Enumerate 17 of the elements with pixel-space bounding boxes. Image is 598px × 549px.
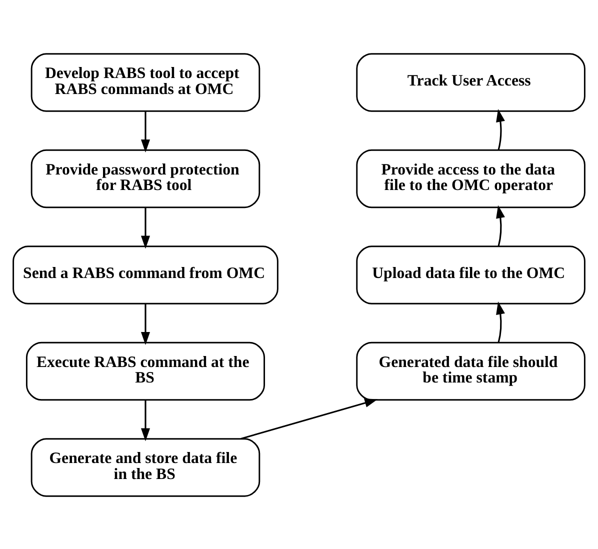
- node-box: Provide password protection for RABS tool: [30, 148, 260, 208]
- node-box: Generated data file should be time stamp: [356, 341, 586, 400]
- arrow: [140, 110, 150, 152]
- arrow: [140, 303, 150, 344]
- arrow: [496, 108, 505, 150]
- arrow: [140, 207, 150, 248]
- arrow: [240, 398, 378, 440]
- arrow: [140, 400, 150, 441]
- arrow: [496, 204, 505, 246]
- node-box: Develop RABS tool to accept RABS commands at OMC: [30, 52, 260, 112]
- node-box: Generate and store data file in the BS: [30, 438, 260, 496]
- node-box: Provide access to the data file to the OMC operator: [356, 148, 586, 208]
- node-box: Upload data file to the OMC: [356, 245, 586, 304]
- node-box: Send a RABS command from OMC: [12, 245, 278, 304]
- node-box: Track User Access: [356, 52, 586, 112]
- node-box: Execute RABS command at the BS: [26, 341, 265, 400]
- arrow: [496, 301, 505, 342]
